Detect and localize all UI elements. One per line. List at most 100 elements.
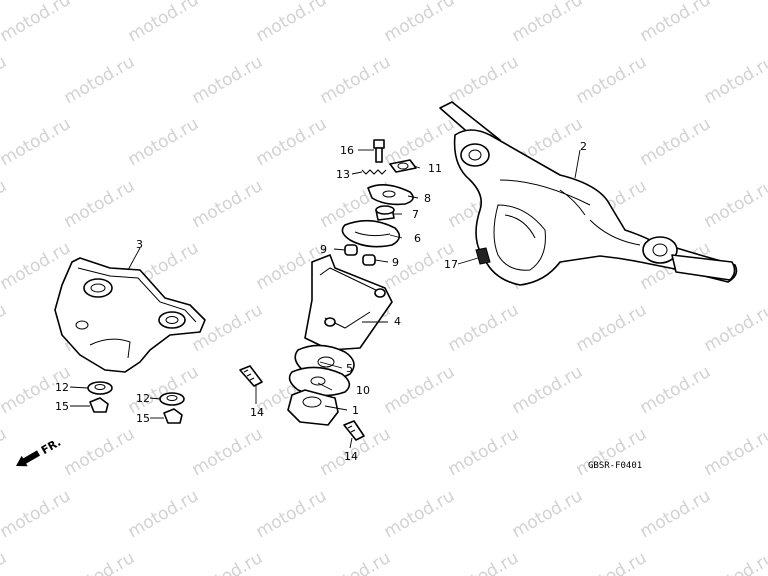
watermark-text: motod.ru — [0, 486, 74, 542]
watermark-text: motod.ru — [189, 176, 267, 232]
callout-11: 11 — [428, 162, 442, 175]
callout-6: 6 — [414, 232, 421, 245]
watermark-text: motod.ru — [125, 114, 203, 170]
watermark-text: motod.ru — [61, 548, 139, 576]
watermark-text: motod.ru — [765, 362, 768, 418]
part-11-nut — [389, 159, 417, 173]
callout-12a: 12 — [55, 381, 69, 394]
part-15-nut-a — [89, 397, 109, 413]
watermark-text: motod.ru — [445, 548, 523, 576]
callout-16: 16 — [340, 144, 354, 157]
part-6-damper — [341, 219, 401, 248]
watermark-text: motod.ru — [61, 52, 139, 108]
watermark-text: motod.ru — [189, 52, 267, 108]
watermark-text: motod.ru — [253, 486, 331, 542]
watermark-text: motod.ru — [317, 52, 395, 108]
watermark-text: motod.ru — [765, 0, 768, 46]
watermark-text: motod.ru — [189, 548, 267, 576]
callout-13: 13 — [336, 168, 350, 181]
watermark-text: motod.ru — [701, 548, 768, 576]
part-10-plate — [288, 366, 351, 397]
callout-4: 4 — [394, 315, 401, 328]
watermark-text: motod.ru — [125, 362, 203, 418]
part-15-nut-b — [163, 408, 183, 424]
watermark-text: motod.ru — [317, 548, 395, 576]
part-9-bushing-a — [344, 244, 358, 256]
watermark-text: motod.ru — [125, 0, 203, 46]
watermark-text: motod.ru — [637, 114, 715, 170]
watermark-text: motod.ru — [445, 424, 523, 480]
part-4-bracket — [304, 254, 393, 351]
watermark-text: motod.ru — [0, 0, 74, 46]
front-direction-indicator: FR. — [16, 436, 63, 467]
part-3-cover — [54, 257, 206, 373]
diagram-code: GBSR-F0401 — [588, 461, 642, 471]
watermark-text: motod.ru — [573, 300, 651, 356]
callout-15b: 15 — [136, 412, 150, 425]
watermark-text: motod.ru — [765, 238, 768, 294]
watermark-text: motod.ru — [573, 52, 651, 108]
watermark-text: motod.ru — [0, 176, 10, 232]
part-14-bolt-b — [343, 420, 365, 441]
part-12-grommet-b — [159, 392, 185, 406]
callout-15a: 15 — [55, 400, 69, 413]
watermark-text: motod.ru — [509, 362, 587, 418]
callout-labels: 1 2 3 4 5 6 7 8 9 9 10 11 12 12 13 14 14… — [55, 140, 587, 463]
watermark-text: motod.ru — [253, 114, 331, 170]
watermark-text: motod.ru — [253, 0, 331, 46]
part-7-collar — [375, 205, 395, 221]
part-14-bolt-a — [239, 365, 263, 387]
part-8-plate — [367, 184, 414, 206]
leader-lines — [69, 149, 581, 449]
callout-12b: 12 — [136, 392, 150, 405]
watermark-text: motod.ru — [765, 486, 768, 542]
callout-17: 17 — [444, 258, 458, 271]
part-2-axle-housing — [439, 101, 738, 286]
watermark-text: motod.ru — [0, 424, 10, 480]
watermark-text: motod.ru — [701, 176, 768, 232]
callout-3: 3 — [136, 238, 143, 251]
watermark-text: motod.ru — [765, 114, 768, 170]
watermark-text: motod.ru — [0, 548, 10, 576]
part-16-bolt — [373, 139, 385, 163]
front-arrow-icon — [16, 450, 41, 467]
callout-9b: 9 — [392, 256, 399, 269]
watermark-text: motod.ru — [637, 0, 715, 46]
watermark-text: motod.ru — [189, 424, 267, 480]
watermark-text: motod.ru — [573, 424, 651, 480]
callout-2: 2 — [580, 140, 587, 153]
watermark-text: motod.ru — [0, 300, 10, 356]
watermark-text: motod.ru — [637, 486, 715, 542]
part-17-bolt — [475, 247, 491, 265]
watermark-text: motod.ru — [445, 300, 523, 356]
part-13-spring — [361, 169, 387, 175]
watermark-text: motod.ru — [0, 114, 74, 170]
watermark-text: motod.ru — [125, 486, 203, 542]
part-1-mount — [287, 389, 339, 426]
watermark-text: motod.ru — [637, 362, 715, 418]
watermark-text: motod.ru — [61, 176, 139, 232]
watermark-text: motod.ru — [445, 52, 523, 108]
watermark-text: motod.ru — [573, 548, 651, 576]
part-12-grommet-a — [87, 381, 113, 395]
callout-1: 1 — [352, 404, 359, 417]
callout-9a: 9 — [320, 243, 327, 256]
watermark-text: motod.ru — [381, 486, 459, 542]
watermark-text: motod.ru — [381, 362, 459, 418]
watermark-text: motod.ru — [61, 424, 139, 480]
watermark-text: motod.ru — [509, 0, 587, 46]
watermark-text: motod.ru — [381, 114, 459, 170]
callout-14b: 14 — [344, 450, 358, 463]
watermark-text: motod.ru — [701, 424, 768, 480]
direction-label: FR. — [39, 436, 63, 457]
callout-10: 10 — [356, 384, 370, 397]
callout-7: 7 — [412, 208, 419, 221]
part-9-bushing-b — [362, 254, 376, 266]
watermark-text: motod.ru — [701, 300, 768, 356]
callout-5: 5 — [346, 362, 353, 375]
watermark-text: motod.ru — [701, 52, 768, 108]
watermark-text: motod.ru — [509, 486, 587, 542]
callout-14a: 14 — [250, 406, 264, 419]
